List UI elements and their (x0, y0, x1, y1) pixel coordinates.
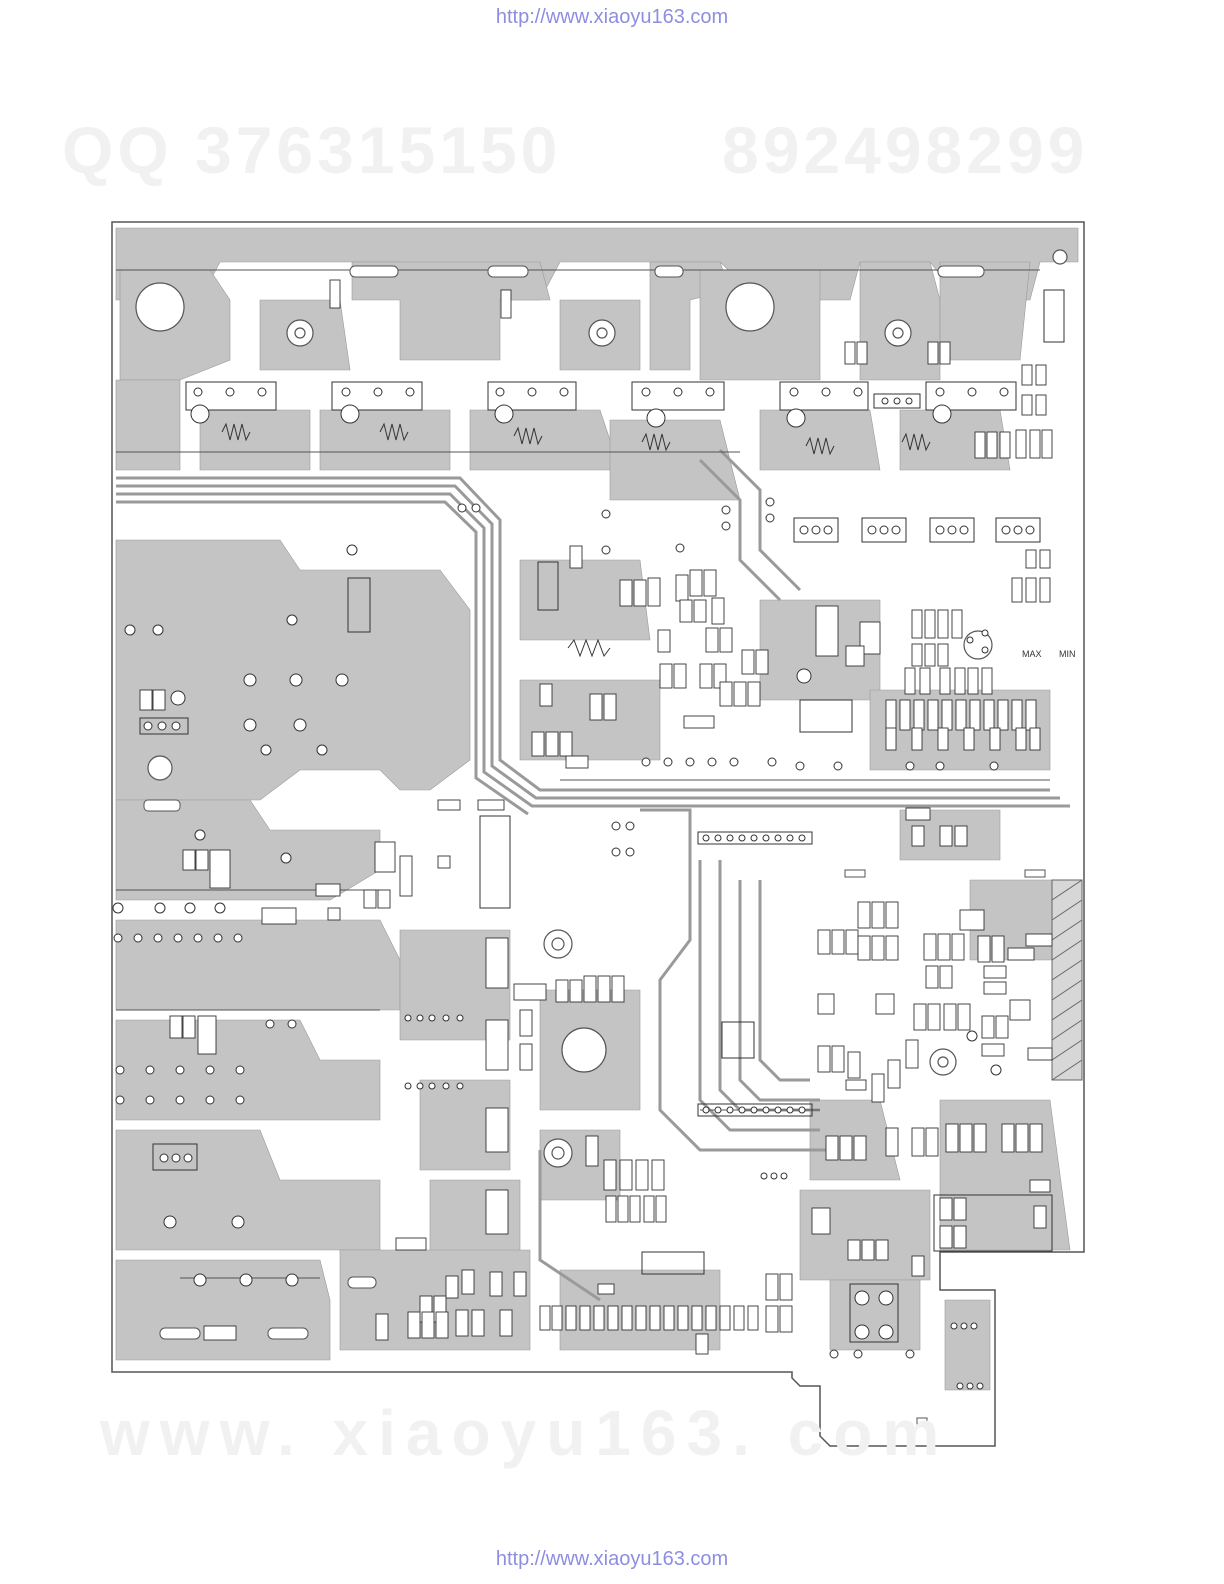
heatsink-hatch (1052, 880, 1082, 1080)
footer-url-link[interactable]: http://www.xiaoyu163.com (0, 1548, 1224, 1571)
pot-max-label: MAX (1022, 649, 1042, 659)
pot-min-label: MIN (1059, 649, 1076, 659)
watermark-site: www. xiaoyu163. com (100, 1396, 949, 1470)
